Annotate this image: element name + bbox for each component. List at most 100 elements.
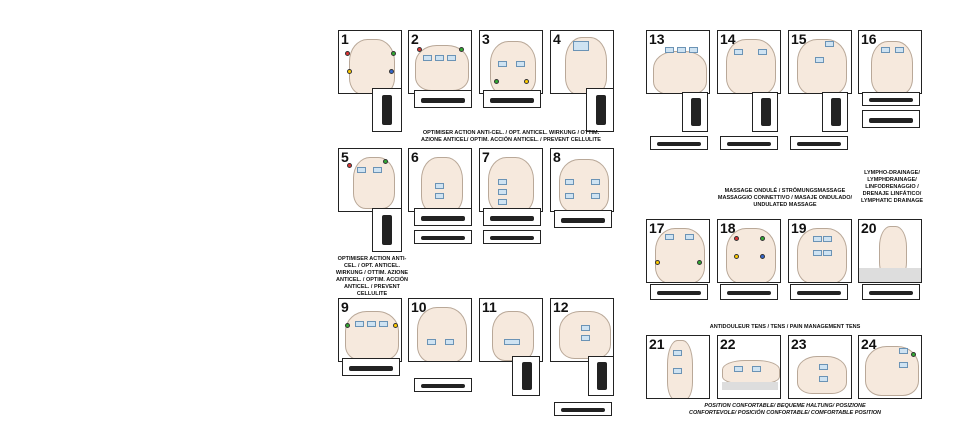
electrode-pad bbox=[565, 193, 574, 199]
caption-tens: ANTIDOULEUR TENS / TENS / PAIN MANAGEMEN… bbox=[709, 324, 861, 330]
electrode-dot bbox=[494, 79, 499, 84]
electrode-pad bbox=[573, 41, 589, 51]
electrode-pad bbox=[435, 193, 444, 199]
electrode-pad bbox=[813, 236, 822, 242]
body-illustration bbox=[490, 41, 536, 93]
seated-figure-icon bbox=[597, 362, 607, 390]
pose-inset-lying bbox=[790, 136, 848, 150]
electrode-pad bbox=[435, 183, 444, 189]
pose-inset-seated bbox=[682, 92, 708, 132]
panel-number: 18 bbox=[720, 220, 736, 236]
pose-inset-seated bbox=[372, 208, 402, 252]
pose-inset-lying bbox=[554, 402, 612, 416]
body-illustration bbox=[349, 39, 395, 93]
panel-number: 12 bbox=[553, 299, 569, 315]
electrode-pad bbox=[813, 250, 822, 256]
body-illustration bbox=[488, 157, 534, 211]
pose-inset-seated bbox=[752, 92, 778, 132]
panel-1: 1 bbox=[338, 30, 402, 94]
electrode-pad bbox=[815, 57, 824, 63]
body-illustration bbox=[417, 307, 467, 361]
electrode-pad bbox=[591, 193, 600, 199]
electrode-pad bbox=[819, 376, 828, 382]
panel-number: 24 bbox=[861, 336, 877, 352]
lying-figure-icon bbox=[421, 98, 465, 103]
electrode-dot bbox=[655, 260, 660, 265]
pose-inset-lying bbox=[650, 136, 708, 150]
pose-inset-lying bbox=[862, 284, 920, 300]
panel-20: 20 bbox=[858, 219, 922, 283]
electrode-pad bbox=[427, 339, 436, 345]
lying-figure-icon bbox=[561, 408, 605, 412]
panel-6: 6 bbox=[408, 148, 472, 212]
panel-number: 6 bbox=[411, 149, 419, 165]
electrode-pad bbox=[565, 179, 574, 185]
panel-15: 15 bbox=[788, 30, 852, 94]
electrode-dot bbox=[391, 51, 396, 56]
electrode-pad bbox=[825, 41, 834, 47]
seated-figure-icon bbox=[596, 95, 606, 125]
lying-figure-icon bbox=[727, 291, 771, 295]
seated-figure-icon bbox=[831, 98, 841, 126]
panel-11: 11 bbox=[479, 298, 543, 362]
pose-inset-lying bbox=[414, 208, 472, 226]
electrode-dot bbox=[417, 47, 422, 52]
panel-17: 17 bbox=[646, 219, 710, 283]
pose-inset-lying bbox=[483, 230, 541, 244]
lying-figure-icon bbox=[421, 216, 465, 221]
panel-number: 15 bbox=[791, 31, 807, 47]
electrode-pad bbox=[881, 47, 890, 53]
pose-inset-lying bbox=[483, 208, 541, 226]
panel-13: 13 bbox=[646, 30, 710, 94]
electrode-pad bbox=[498, 189, 507, 195]
pose-inset-lying bbox=[554, 210, 612, 228]
pose-inset-seated bbox=[512, 356, 540, 396]
panel-number: 5 bbox=[341, 149, 349, 165]
panel-number: 16 bbox=[861, 31, 877, 47]
electrode-pad bbox=[685, 234, 694, 240]
electrode-dot bbox=[459, 47, 464, 52]
electrode-pad bbox=[447, 55, 456, 61]
panel-number: 3 bbox=[482, 31, 490, 47]
electrode-pad bbox=[734, 366, 743, 372]
electrode-pad bbox=[591, 179, 600, 185]
panel-2: 2 bbox=[408, 30, 472, 94]
electrode-pad bbox=[367, 321, 376, 327]
electrode-pad bbox=[752, 366, 761, 372]
electrode-pad bbox=[504, 339, 520, 345]
electrode-dot bbox=[734, 236, 739, 241]
pose-inset-lying bbox=[862, 110, 920, 128]
seated-figure-icon bbox=[382, 215, 392, 245]
electrode-pad bbox=[423, 55, 432, 61]
seated-figure-icon bbox=[691, 98, 701, 126]
panel-10: 10 bbox=[408, 298, 472, 362]
electrode-pad bbox=[677, 47, 686, 53]
body-illustration bbox=[559, 159, 609, 211]
electrode-pad bbox=[357, 167, 366, 173]
panel-number: 9 bbox=[341, 299, 349, 315]
electrode-dot bbox=[345, 323, 350, 328]
body-illustration bbox=[655, 228, 705, 282]
electrode-pad bbox=[823, 250, 832, 256]
panel-14: 14 bbox=[717, 30, 781, 94]
electrode-pad bbox=[498, 179, 507, 185]
table-surface bbox=[722, 382, 778, 390]
pose-inset-seated bbox=[588, 356, 614, 396]
body-illustration bbox=[345, 311, 399, 361]
panel-18: 18 bbox=[717, 219, 781, 283]
lying-figure-icon bbox=[869, 118, 913, 123]
body-illustration bbox=[353, 157, 395, 209]
electrode-pad bbox=[673, 350, 682, 356]
pose-inset-seated bbox=[586, 88, 614, 132]
electrode-dot bbox=[697, 260, 702, 265]
body-illustration bbox=[415, 45, 469, 91]
panel-number: 21 bbox=[649, 336, 665, 352]
electrode-dot bbox=[347, 163, 352, 168]
panel-number: 2 bbox=[411, 31, 419, 47]
lying-figure-icon bbox=[490, 216, 534, 221]
electrode-pad bbox=[689, 47, 698, 53]
electrode-pad bbox=[355, 321, 364, 327]
electrode-pad bbox=[819, 364, 828, 370]
electrode-pad bbox=[665, 47, 674, 53]
caption-position: POSITION CONFORTABLE/ BEQUEME HALTUNG/ P… bbox=[689, 403, 881, 416]
